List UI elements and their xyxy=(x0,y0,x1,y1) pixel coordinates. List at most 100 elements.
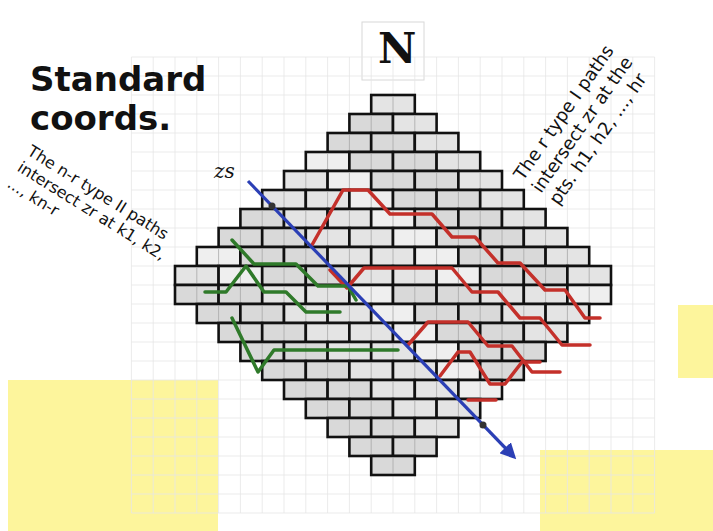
cell-divider xyxy=(458,325,459,340)
annotation-note: The r type I paths intersect zr at the p… xyxy=(509,16,671,209)
cell-divider xyxy=(284,192,285,207)
domino xyxy=(415,380,459,399)
cell-divider xyxy=(262,306,263,321)
cell-divider xyxy=(327,287,328,302)
cell-divider xyxy=(480,249,481,264)
domino xyxy=(349,114,393,133)
intersection-dot xyxy=(480,422,487,429)
cell-divider xyxy=(371,116,372,131)
cell-divider xyxy=(284,325,285,340)
cell-divider xyxy=(305,382,306,397)
domino xyxy=(393,152,437,171)
cell-divider xyxy=(393,135,394,150)
domino xyxy=(262,190,306,209)
cell-divider xyxy=(589,268,590,283)
cell-divider xyxy=(262,249,263,264)
cell-divider xyxy=(436,135,437,150)
annotation-note-holder: The n-r type II paths intersect zr at k1… xyxy=(3,142,190,289)
cell-divider xyxy=(349,306,350,321)
cell-divider xyxy=(436,420,437,435)
cell-divider xyxy=(523,211,524,226)
axis-label: zs xyxy=(214,160,235,182)
cell-divider xyxy=(523,344,524,359)
cell-divider xyxy=(458,363,459,378)
cell-divider xyxy=(502,268,503,283)
cell-divider xyxy=(414,230,415,245)
cell-divider xyxy=(371,230,372,245)
domino xyxy=(262,285,306,304)
domino xyxy=(349,361,393,380)
cell-divider xyxy=(284,230,285,245)
cell-divider xyxy=(480,211,481,226)
domino xyxy=(393,437,437,456)
domino xyxy=(458,304,502,323)
domino xyxy=(371,133,415,152)
grid-line xyxy=(131,494,654,495)
cell-divider xyxy=(218,306,219,321)
domino xyxy=(328,418,372,437)
cell-divider xyxy=(414,363,415,378)
annotation-note-holder: The r type I paths intersect zr at the p… xyxy=(509,16,671,209)
domino xyxy=(306,152,350,171)
cell-divider xyxy=(393,420,394,435)
domino xyxy=(502,209,546,228)
domino xyxy=(284,380,328,399)
cell-divider xyxy=(371,287,372,302)
domino xyxy=(546,247,590,266)
heading-note-holder: Standard coords. xyxy=(30,60,245,138)
cell-divider xyxy=(349,173,350,188)
compass-label: N xyxy=(378,26,416,72)
domino xyxy=(219,285,263,304)
domino xyxy=(371,247,415,266)
cell-divider xyxy=(371,439,372,454)
cell-divider xyxy=(327,401,328,416)
domino xyxy=(306,399,350,418)
cell-divider xyxy=(414,439,415,454)
cell-divider xyxy=(480,382,481,397)
cell-divider xyxy=(502,363,503,378)
cell-divider xyxy=(240,287,241,302)
domino xyxy=(480,190,524,209)
cell-divider xyxy=(349,135,350,150)
domino xyxy=(458,209,502,228)
domino xyxy=(328,247,372,266)
cell-divider xyxy=(523,249,524,264)
domino xyxy=(480,266,524,285)
cell-divider xyxy=(436,173,437,188)
domino xyxy=(415,171,459,190)
sticky-note xyxy=(678,305,713,378)
domino xyxy=(480,228,524,247)
domino xyxy=(306,323,350,342)
cell-divider xyxy=(371,325,372,340)
cell-divider xyxy=(218,249,219,264)
domino xyxy=(262,228,306,247)
domino xyxy=(371,456,415,475)
domino xyxy=(393,190,437,209)
type-one-path xyxy=(408,322,560,372)
cell-divider xyxy=(327,192,328,207)
domino xyxy=(415,247,459,266)
domino xyxy=(262,361,306,380)
cell-divider xyxy=(567,306,568,321)
domino xyxy=(349,437,393,456)
compass-label-holder: N xyxy=(378,26,416,72)
cell-divider xyxy=(284,287,285,302)
domino xyxy=(567,266,611,285)
cell-divider xyxy=(305,249,306,264)
domino xyxy=(175,266,219,285)
domino xyxy=(175,285,219,304)
domino xyxy=(240,304,284,323)
cell-divider xyxy=(589,287,590,302)
cell-divider xyxy=(414,287,415,302)
cell-divider xyxy=(567,249,568,264)
cell-divider xyxy=(305,173,306,188)
domino xyxy=(393,114,437,133)
domino xyxy=(328,171,372,190)
cell-divider xyxy=(545,268,546,283)
domino xyxy=(349,152,393,171)
domino xyxy=(437,152,481,171)
cell-divider xyxy=(393,97,394,112)
cell-divider xyxy=(240,230,241,245)
